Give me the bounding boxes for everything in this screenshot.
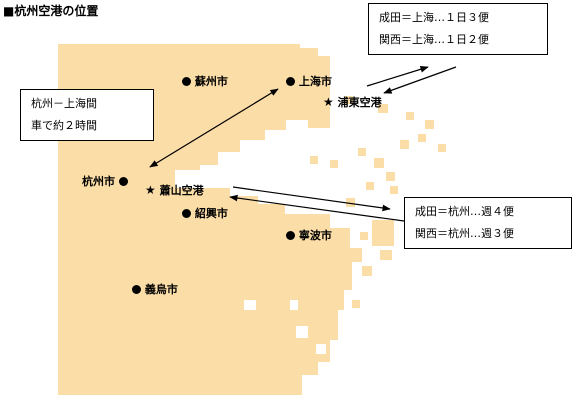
island (330, 160, 338, 168)
map-title: ■杭州空港の位置 (3, 4, 99, 18)
city-marker-icon (118, 177, 128, 186)
airport-star-icon: ★ (145, 183, 156, 197)
island (366, 182, 374, 190)
island (346, 198, 355, 207)
city-marker-icon (132, 285, 141, 294)
city-label: 杭州市 (82, 175, 115, 188)
city-hangzhou: 杭州市 (82, 173, 128, 189)
island (352, 300, 360, 308)
city-suzhou: 蘇州市 (182, 73, 228, 89)
city-label: 寧波市 (298, 229, 332, 242)
arrow-hangzhou-shanghai (149, 88, 279, 168)
island (400, 140, 409, 149)
island (345, 96, 353, 104)
island (362, 266, 372, 276)
island (406, 112, 414, 120)
city-shanghai: 上海市 (286, 73, 332, 89)
island (378, 104, 388, 113)
city-marker-icon (286, 77, 295, 86)
airport-label: 浦東空港 (337, 96, 382, 109)
hangzhou-flights-line-1: 成田＝杭州…週４便 (415, 205, 514, 218)
city-label: 紹興市 (194, 207, 228, 220)
city-shaoxing: 紹興市 (182, 205, 228, 221)
city-label: 上海市 (298, 75, 332, 88)
island (438, 144, 446, 152)
hangzhou-shanghai-line-2: 車で約２時間 (31, 119, 97, 132)
city-label: 蘇州市 (194, 75, 228, 88)
island (418, 134, 426, 142)
island (386, 172, 395, 181)
hangzhou-flights-box: 成田＝杭州…週４便 関西＝杭州…週３便 (404, 197, 572, 249)
arrow-xiaoshan-in (229, 194, 405, 222)
city-marker-icon (182, 77, 191, 86)
zhoushan-island-1 (372, 220, 394, 246)
arrow-pudong-out (366, 66, 429, 87)
airport-label: 蕭山空港 (159, 184, 204, 197)
city-label: 義烏市 (144, 283, 178, 296)
connection-arrows (149, 66, 457, 222)
island (360, 232, 368, 240)
shanghai-flights-box: 成田＝上海…１日３便 関西＝上海…１日２便 (368, 3, 548, 55)
airport-xiaoshan: ★ 蕭山空港 (145, 182, 204, 198)
arrow-pudong-in (383, 66, 457, 94)
water-inlets (244, 300, 326, 354)
island (358, 148, 366, 156)
city-marker-icon (182, 209, 191, 218)
city-ningbo: 寧波市 (286, 227, 332, 243)
shanghai-flights-line-2: 関西＝上海…１日２便 (379, 33, 489, 46)
hangzhou-flights-line-2: 関西＝杭州…週３便 (415, 227, 514, 240)
arrow-xiaoshan-out (232, 186, 391, 212)
airport-pudong: ★ 浦東空港 (323, 94, 382, 110)
island (374, 158, 384, 168)
shanghai-flights-line-1: 成田＝上海…１日３便 (379, 11, 489, 24)
hangzhou-shanghai-line-1: 杭州－上海間 (31, 97, 97, 110)
island (390, 186, 398, 194)
hangzhou-shanghai-box: 杭州－上海間 車で約２時間 (20, 89, 154, 141)
island (310, 156, 318, 164)
airport-star-icon: ★ (323, 95, 334, 109)
zhoushan-island-2 (380, 250, 392, 260)
island (425, 120, 434, 129)
city-yiwu: 義烏市 (132, 281, 178, 297)
city-marker-icon (286, 231, 295, 240)
